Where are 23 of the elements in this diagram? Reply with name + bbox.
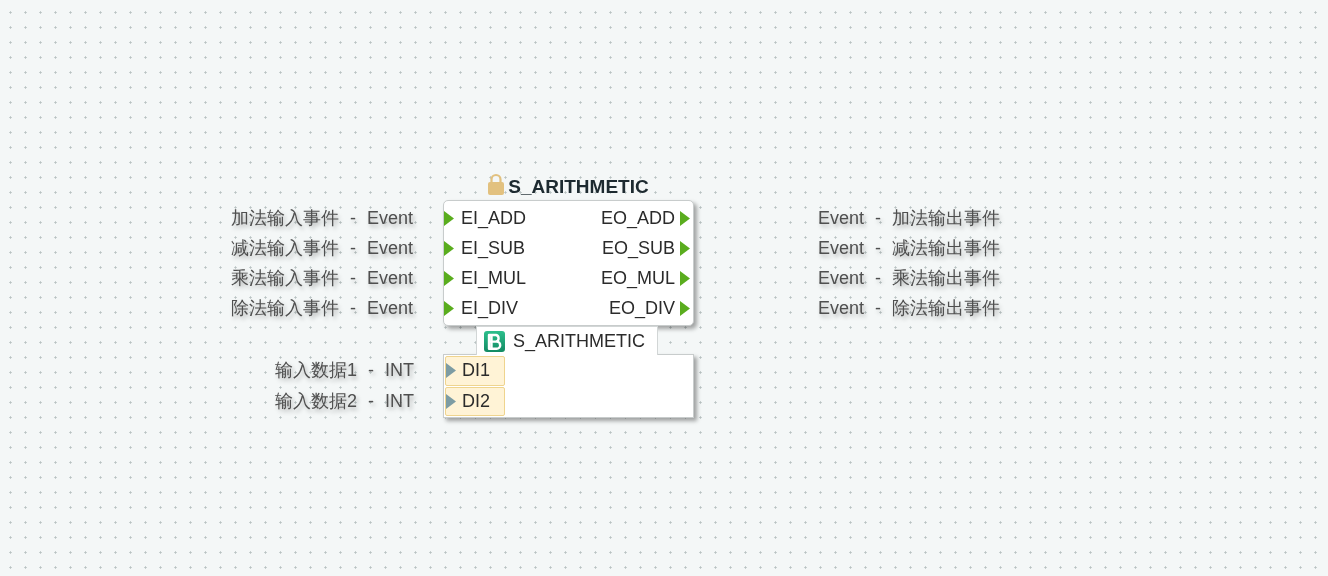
port-comment: 乘法输入事件 - Event [230,267,413,289]
port-comment: 加法输入事件 - Event [230,207,413,229]
port-name: EO_ADD [600,207,675,229]
port-comment: 除法输入事件 - Event [230,297,413,319]
port-name: EO_MUL [600,267,675,289]
port-comment: Event - 除法输出事件 [818,297,1001,319]
port-comment: 输入数据1 - INT [275,359,414,381]
port-name: EI_DIV [461,297,519,319]
port-comment: 输入数据2 - INT [275,390,414,412]
port-name: EI_ADD [461,207,527,229]
port-comment: Event - 加法输出事件 [818,207,1001,229]
block-title: S_ARITHMETIC [508,175,649,199]
port-comment: Event - 减法输出事件 [818,237,1001,259]
port-name: EO_SUB [601,237,675,259]
port-name: DI1 [462,359,490,381]
port-name: EO_DIV [608,297,675,319]
port-comment: Event - 乘法输出事件 [818,267,1001,289]
port-name: DI2 [462,390,490,412]
port-comment: 减法输入事件 - Event [230,237,413,259]
type-name: S_ARITHMETIC [513,330,645,352]
type-tab [476,326,658,355]
port-name: EI_SUB [461,237,526,259]
port-name: EI_MUL [461,267,527,289]
